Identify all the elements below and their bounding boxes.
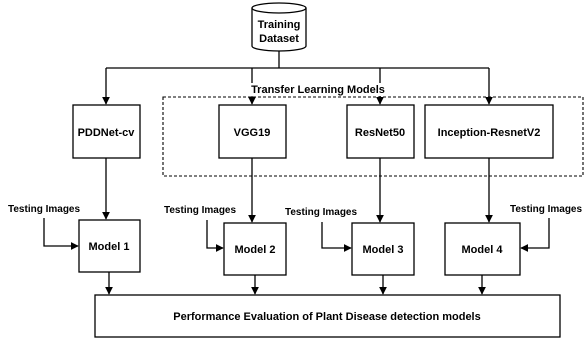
architecture-to-model-connectors [102,158,493,223]
model-box-1: Model 1 [78,219,141,273]
model-label: Model 1 [89,241,130,253]
testing-images-label: Testing Images [510,204,582,215]
transfer-learning-label: Transfer Learning Models [251,84,385,96]
training-dataset-cylinder: Training Dataset [251,2,307,52]
architecture-box-pddnet: PDDNet-cv [72,104,141,159]
model-box-4: Model 4 [444,222,521,276]
testing-images-label: Testing Images [164,205,236,216]
model-to-evaluation-connectors [105,272,486,295]
dataset-distribution-connectors [102,51,493,105]
architecture-box-inception-resnet: Inception-ResnetV2 [424,104,554,159]
performance-evaluation-label: Performance Evaluation of Plant Disease … [173,311,480,323]
dataset-label-line2: Dataset [259,33,299,45]
architecture-label: VGG19 [234,127,271,139]
architecture-label: ResNet50 [355,127,405,139]
model-box-2: Model 2 [223,222,287,276]
transfer-learning-group [162,96,584,177]
architecture-box-vgg19: VGG19 [218,104,287,159]
transfer-label-background [250,83,386,96]
testing-images-label: Testing Images [285,207,357,218]
architecture-label: Inception-ResnetV2 [438,127,541,139]
model-label: Model 2 [235,244,276,256]
dataset-label-line1: Training [258,19,301,31]
architecture-label: PDDNet-cv [78,127,136,139]
performance-evaluation-box: Performance Evaluation of Plant Disease … [94,294,561,338]
model-label: Model 4 [462,244,504,256]
testing-images-label: Testing Images [8,204,80,215]
model-box-3: Model 3 [351,222,415,276]
model-label: Model 3 [363,244,404,256]
architecture-box-resnet50: ResNet50 [346,104,415,159]
testing-images-connectors [43,218,550,252]
